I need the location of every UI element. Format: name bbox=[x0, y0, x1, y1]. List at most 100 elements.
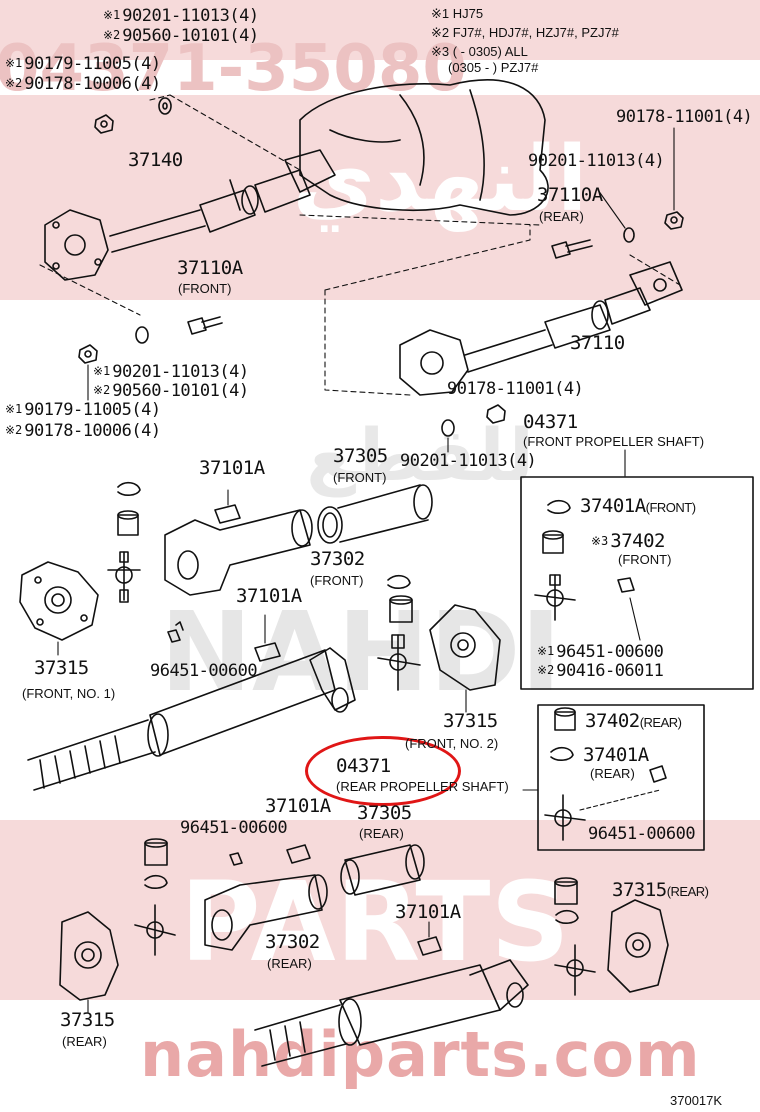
spider-front-right bbox=[377, 634, 421, 691]
rear-sleeve-37305 bbox=[340, 844, 425, 896]
watermark-top-number: 04371-35080 bbox=[0, 32, 467, 106]
clip-top-left bbox=[117, 481, 141, 496]
label-37101A-1: 37101A bbox=[199, 457, 265, 479]
spider-front-left bbox=[107, 551, 141, 603]
washer-90201-top bbox=[158, 97, 172, 115]
box1-clip bbox=[547, 499, 571, 514]
rear-cup-right bbox=[554, 877, 578, 905]
dashed-leaders-top bbox=[39, 94, 541, 316]
box2-cup bbox=[554, 707, 576, 731]
label-37302-rear: 37302 bbox=[265, 931, 320, 953]
box2-grease-fitting bbox=[649, 765, 667, 783]
label-box1-37401A: 37401A(FRONT) bbox=[580, 495, 696, 517]
label-90201-low: 90201-11013(4) bbox=[400, 451, 537, 471]
nut-90179-mid bbox=[78, 344, 98, 364]
label-37101A-2: 37101A bbox=[236, 585, 302, 607]
watermark-arabic-2: للقطع bbox=[306, 413, 534, 498]
bolt-37110A-rear bbox=[551, 239, 593, 259]
watermark-arabic-1: النهدي bbox=[292, 127, 587, 232]
label-37110: 37110 bbox=[570, 332, 625, 354]
plate-37101A-2 bbox=[254, 642, 281, 662]
leader-90201-right bbox=[597, 189, 626, 229]
rear-flange-37315-left bbox=[59, 911, 119, 1001]
rear-clip-right bbox=[555, 909, 579, 924]
watermark-parts: PARTS bbox=[180, 858, 570, 986]
rear-plate-37101A-4 bbox=[417, 936, 442, 956]
nut-90179-top bbox=[94, 114, 114, 134]
note-1: ※1 HJ75 bbox=[431, 6, 484, 21]
label-box2-96451: 96451-00600 bbox=[588, 824, 696, 844]
box1-grease-fitting bbox=[617, 577, 635, 593]
rear-plate-37101A-3 bbox=[286, 844, 311, 864]
rear-bearing-cup-left bbox=[144, 838, 168, 866]
bearing-cup-left bbox=[117, 510, 139, 536]
shaft-37140 bbox=[44, 149, 336, 281]
label-37110A-front: 37110A bbox=[177, 257, 243, 279]
watermark-nahdi: NAHDI bbox=[160, 588, 562, 716]
label-37305-front: 37305 bbox=[333, 445, 388, 467]
label-37302-front-sub: (FRONT) bbox=[310, 573, 364, 588]
yoke-37302-front bbox=[164, 509, 313, 596]
box-rear-kit bbox=[537, 704, 705, 851]
shaft-37110 bbox=[399, 261, 683, 396]
label-box1-37402-sub: (FRONT) bbox=[618, 552, 672, 567]
label-box2-37401A: 37401A bbox=[583, 744, 649, 766]
dashed-box-37110 bbox=[324, 224, 531, 396]
label-37140: 37140 bbox=[128, 149, 183, 171]
watermark-band-upper bbox=[0, 95, 760, 300]
washer-90201-mid bbox=[135, 326, 149, 344]
label-37305-rear: 37305 bbox=[357, 802, 412, 824]
bearing-cup-mid-right bbox=[389, 595, 413, 623]
diagram-id: 370017K bbox=[670, 1093, 723, 1108]
label-90201-right: 90201-11013(4) bbox=[528, 151, 665, 171]
rear-grease-fitting bbox=[229, 852, 243, 866]
rear-clip-left bbox=[144, 874, 168, 889]
rear-flange-37315-right bbox=[607, 899, 669, 993]
label-37315-rear-r: 37315(REAR) bbox=[612, 879, 709, 901]
rear-spider-right bbox=[554, 944, 596, 996]
grease-fitting-front bbox=[167, 621, 184, 643]
clip-mid-right bbox=[387, 574, 411, 589]
nut-90178-11001-mid bbox=[486, 404, 506, 424]
note-3a: ※3 ( - 0305) ALL bbox=[431, 44, 528, 59]
dashed-box2 bbox=[579, 789, 661, 811]
label-96451-rear: 96451-00600 bbox=[180, 818, 288, 838]
label-90178-11001-mid: 90178-11001(4) bbox=[447, 379, 584, 399]
label-37302-front: 37302 bbox=[310, 548, 365, 570]
label-box2-37402: 37402(REAR) bbox=[585, 710, 682, 732]
label-37110A-rear-sub: (REAR) bbox=[539, 209, 584, 224]
washer-90201-low bbox=[441, 419, 455, 437]
note-3b: (0305 - ) PZJ7# bbox=[448, 60, 539, 75]
label-37110A-rear: 37110A bbox=[537, 184, 603, 206]
label-37315-rear-l-sub: (REAR) bbox=[62, 1034, 107, 1049]
label-04371-front-sub: (FRONT PROPELLER SHAFT) bbox=[523, 434, 705, 449]
label-37315-front2: 37315 bbox=[443, 710, 498, 732]
box2-spider bbox=[544, 794, 586, 841]
rear-main-tube bbox=[254, 959, 529, 1067]
label-37302-rear-sub: (REAR) bbox=[267, 956, 312, 971]
transfer-case bbox=[299, 79, 549, 216]
bolt-37110A-front bbox=[187, 316, 223, 335]
flange-37315-front1 bbox=[19, 561, 99, 641]
label-37305-rear-sub: (REAR) bbox=[359, 826, 404, 841]
label-37315-front2-sub: (FRONT, NO. 2) bbox=[405, 736, 499, 751]
plate-37101A-1 bbox=[214, 504, 241, 524]
label-box2-37401A-sub: (REAR) bbox=[590, 766, 635, 781]
dashed-leader-37110 bbox=[629, 254, 681, 286]
label-37305-front-sub: (FRONT) bbox=[333, 470, 387, 485]
label-37315-front1-sub: (FRONT, NO. 1) bbox=[22, 686, 116, 701]
rear-yoke-37302 bbox=[204, 874, 328, 951]
note-2: ※2 FJ7#, HDJ7#, HZJ7#, PZJ7# bbox=[431, 25, 619, 40]
flange-37315-front2 bbox=[429, 604, 501, 691]
